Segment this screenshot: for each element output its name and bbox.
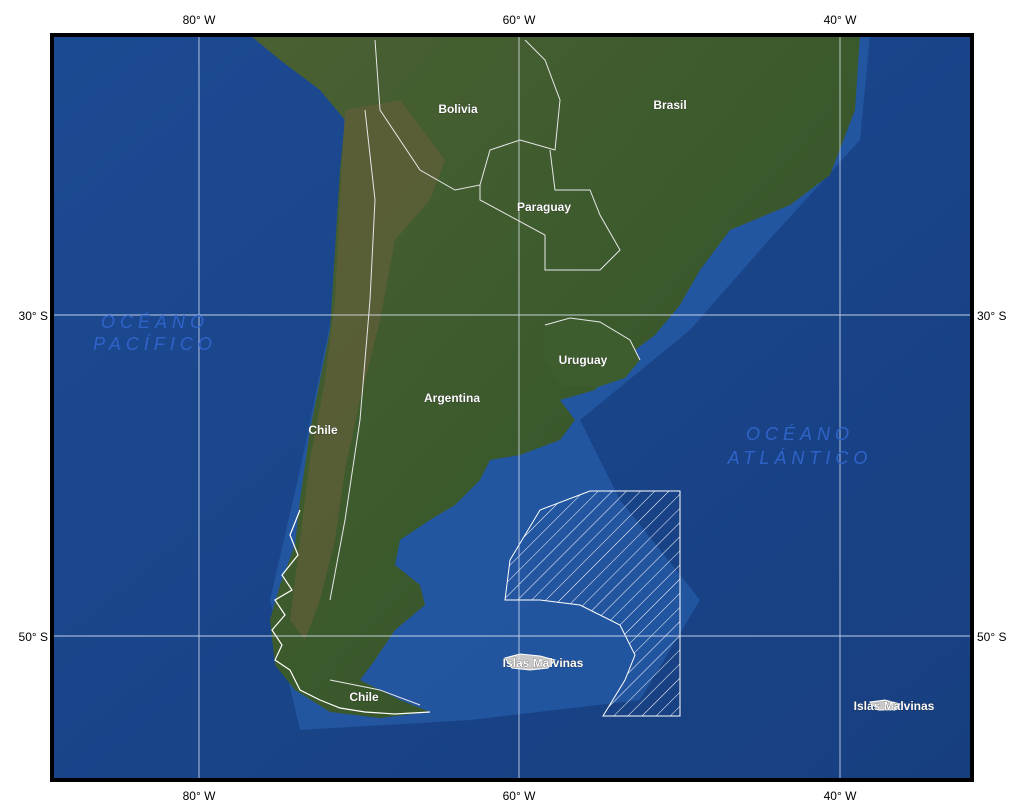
country-label-bolivia: Bolivia [438,102,478,116]
country-borders [329,39,641,706]
ocean-label-atlantic-1: OCÉANO [746,424,854,444]
islas-malvinas-land [504,653,556,671]
axis-label-bottom-40w: 40° W [824,789,857,803]
ocean-label-pacific-1: OCÉANO [101,312,209,332]
country-label-brasil: Brasil [653,98,686,112]
country-label-argentina: Argentina [424,391,480,405]
country-label-islas-malvinas: Islas Malvinas [503,656,584,670]
andes-ridge [290,100,445,640]
axis-label-top-80w: 80° W [183,13,216,27]
axis-label-left-30s: 30° S [19,309,48,323]
axis-label-top-40w: 40° W [824,13,857,27]
country-label-chile-north: Chile [308,423,338,437]
graticule [52,35,972,780]
axis-label-top-60w: 60° W [503,13,536,27]
ocean-label-atlantic-2: ATLÁNTICO [727,448,873,468]
country-label-chile-south: Chile [349,690,379,704]
axis-label-right-50s: 50° S [977,630,1006,644]
country-label-uruguay: Uruguay [559,353,608,367]
country-label-paraguay: Paraguay [517,200,571,214]
georgias-islands-land [868,699,901,711]
axis-label-left-50s: 50° S [19,630,48,644]
chile-fjord-coast [271,509,431,715]
country-label-islas-malvinas-east: Islas Malvinas [854,699,935,713]
axis-label-bottom-80w: 80° W [183,789,216,803]
hatched-zone [504,490,681,717]
axis-label-bottom-60w: 60° W [503,789,536,803]
axis-label-right-30s: 30° S [977,309,1006,323]
land-uruguay [545,318,640,388]
ocean-label-pacific-2: PACÍFICO [93,334,217,354]
map-frame-border [50,33,974,782]
